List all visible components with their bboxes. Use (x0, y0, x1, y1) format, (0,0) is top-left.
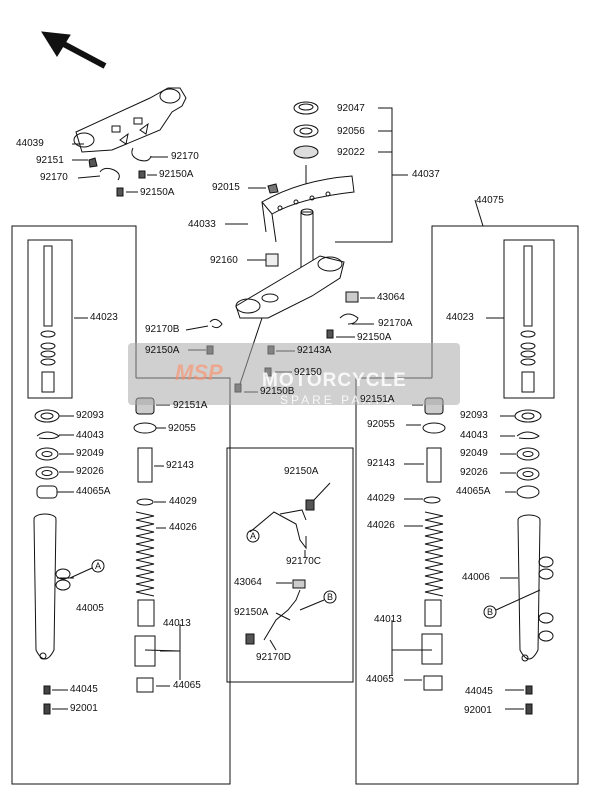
front-direction-arrow (41, 31, 107, 69)
grommet-92015 (267, 183, 279, 194)
washer-92022 (293, 145, 319, 159)
part-label: 44023 (90, 312, 118, 323)
inset-44023-right (503, 239, 555, 399)
part-label: 44013 (163, 618, 191, 629)
group-frame-center (226, 447, 354, 683)
part-label: 92170C (286, 556, 322, 567)
inset-44023-left (27, 239, 73, 399)
part-label: 44065 (173, 680, 201, 691)
part-label: 44043 (76, 430, 104, 441)
part-label: 44043 (460, 430, 488, 441)
part-label: 92151A (173, 400, 208, 411)
part-label: 44045 (465, 686, 493, 697)
part-label: 43064 (377, 292, 405, 303)
watermark-line-2: SPARE PARTS (280, 393, 396, 407)
part-label: 44026 (367, 520, 395, 531)
part-label: 92143 (367, 458, 395, 469)
part-label: 44065A (76, 486, 111, 497)
part-label: 92093 (76, 410, 104, 421)
part-label: 92026 (76, 466, 104, 477)
part-label: 44013 (374, 614, 402, 625)
part-label: 92049 (76, 448, 104, 459)
outer-tube-right (517, 514, 554, 662)
part-label: 92055 (367, 419, 395, 430)
headlight-bracket (261, 175, 355, 243)
part-label: 92143 (166, 460, 194, 471)
part-label: 92150A (145, 345, 180, 356)
part-label: 92022 (337, 147, 365, 158)
part-label: 92151 (36, 155, 64, 166)
part-label: 92093 (460, 410, 488, 421)
part-label: 92056 (337, 126, 365, 137)
part-label: 92049 (460, 448, 488, 459)
part-label: 92001 (70, 703, 98, 714)
bolt-92151 (88, 157, 98, 168)
part-label: 92015 (212, 182, 240, 193)
part-label: 92170 (40, 172, 68, 183)
outer-tube-left (33, 513, 71, 660)
part-label: 92150A (357, 332, 392, 343)
part-label: 44023 (446, 312, 474, 323)
part-label: 92055 (168, 423, 196, 434)
part-label: 44065A (456, 486, 491, 497)
part-label: 92001 (464, 705, 492, 716)
part-label: 44029 (367, 493, 395, 504)
part-label: 92150A (284, 466, 319, 477)
part-label: 92150A (159, 169, 194, 180)
part-label: 92150A (234, 607, 269, 618)
part-label: 92170D (256, 652, 292, 663)
bolt-92150A-a (138, 170, 146, 179)
cap-43064-a (345, 291, 359, 303)
cap-92047 (293, 101, 319, 115)
part-label: 44065 (366, 674, 394, 685)
bushing-92160 (265, 253, 279, 267)
lower-bracket (235, 255, 345, 319)
ref-marker-a: A (250, 531, 257, 541)
part-label: 92160 (210, 255, 238, 266)
part-label: 44037 (412, 169, 440, 180)
part-label: 43064 (234, 577, 262, 588)
ref-marker-a: A (95, 561, 102, 571)
upper-bracket (73, 87, 187, 153)
part-label: 92150 (294, 367, 322, 378)
part-label: 92170B (145, 324, 180, 335)
seal-92056 (293, 124, 319, 138)
part-label: 44039 (16, 138, 44, 149)
part-label: 44033 (188, 219, 216, 230)
part-label: 92151A (360, 394, 395, 405)
watermark-logo: MSP (175, 360, 223, 385)
bolt-92150A-b (116, 187, 124, 197)
part-label: 44026 (169, 522, 197, 533)
part-label: 92150B (260, 386, 295, 397)
ref-marker-b: B (327, 592, 334, 602)
watermark-line-1: MOTORCYCLE (262, 370, 407, 391)
ref-marker-b: B (487, 607, 494, 617)
part-label: 92047 (337, 103, 365, 114)
part-label: 44029 (169, 496, 197, 507)
part-label: 92026 (460, 467, 488, 478)
part-label: 92150A (140, 187, 175, 198)
part-label: 44045 (70, 684, 98, 695)
group-frame-right (355, 225, 579, 785)
part-label: 92170A (378, 318, 413, 329)
part-label: 44006 (462, 572, 490, 583)
part-label: 44005 (76, 603, 104, 614)
part-label: 44075 (476, 195, 504, 206)
part-label: 92170 (171, 151, 199, 162)
watermark-background (128, 343, 460, 405)
part-label: 92143A (297, 345, 332, 356)
